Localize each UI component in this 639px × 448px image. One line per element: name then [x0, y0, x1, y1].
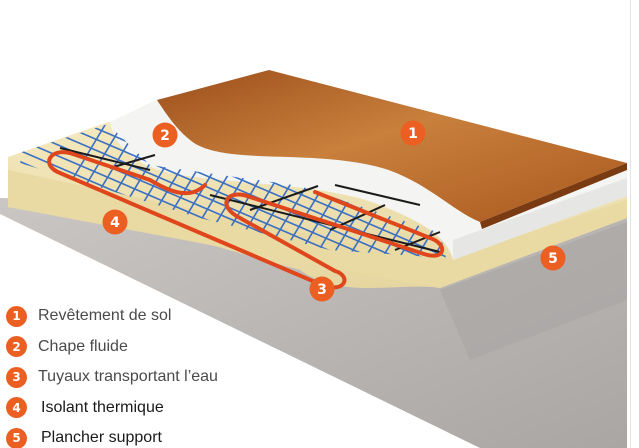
right-border [630, 0, 631, 448]
callout-5: 5 [540, 245, 566, 271]
legend-number-badge: 2 [6, 336, 27, 358]
svg-text:4: 4 [110, 215, 120, 231]
legend-number-badge: 1 [6, 305, 27, 327]
legend-label: Chape fluide [38, 337, 128, 355]
svg-text:1: 1 [408, 126, 418, 142]
legend-item-screed: 2 Chape fluide [6, 332, 218, 363]
legend: 1 Revêtement de sol 2 Chape fluide 3 Tuy… [6, 301, 218, 448]
legend-item-floor-covering: 1 Revêtement de sol [6, 301, 218, 332]
callout-1: 1 [400, 120, 426, 146]
legend-label: Tuyaux transportant l’eau [38, 368, 218, 386]
legend-item-pipes: 3 Tuyaux transportant l’eau [6, 362, 218, 393]
legend-item-insulation: 4 Isolant thermique [6, 393, 218, 424]
legend-number-badge: 5 [6, 427, 27, 448]
legend-number-badge: 4 [6, 397, 27, 419]
wood-front-edge [480, 163, 627, 229]
svg-text:2: 2 [160, 128, 170, 144]
support-bar [249, 185, 319, 211]
callout-4: 4 [102, 209, 128, 235]
legend-item-support-floor: 5 Plancher support [6, 423, 218, 448]
wood-floor-layer [157, 70, 627, 222]
screed-front-face [453, 178, 627, 260]
mesh-wire [20, 124, 446, 258]
legend-label: Plancher support [41, 429, 162, 447]
legend-label: Isolant thermique [41, 398, 164, 416]
svg-text:3: 3 [317, 282, 327, 298]
support-bar [334, 184, 421, 206]
insulation-front-face [8, 170, 627, 288]
slab-front-face [440, 222, 627, 360]
legend-number-badge: 3 [6, 366, 27, 388]
svg-text:5: 5 [548, 251, 558, 267]
support-bar [59, 147, 151, 171]
legend-label: Revêtement de sol [38, 307, 172, 325]
heating-pipe [47, 150, 444, 290]
callout-badges: 1 2 3 4 5 [102, 120, 566, 302]
callout-3: 3 [309, 276, 335, 302]
support-bar [109, 154, 156, 169]
mesh-wire [20, 124, 446, 258]
callout-2: 2 [152, 122, 178, 148]
